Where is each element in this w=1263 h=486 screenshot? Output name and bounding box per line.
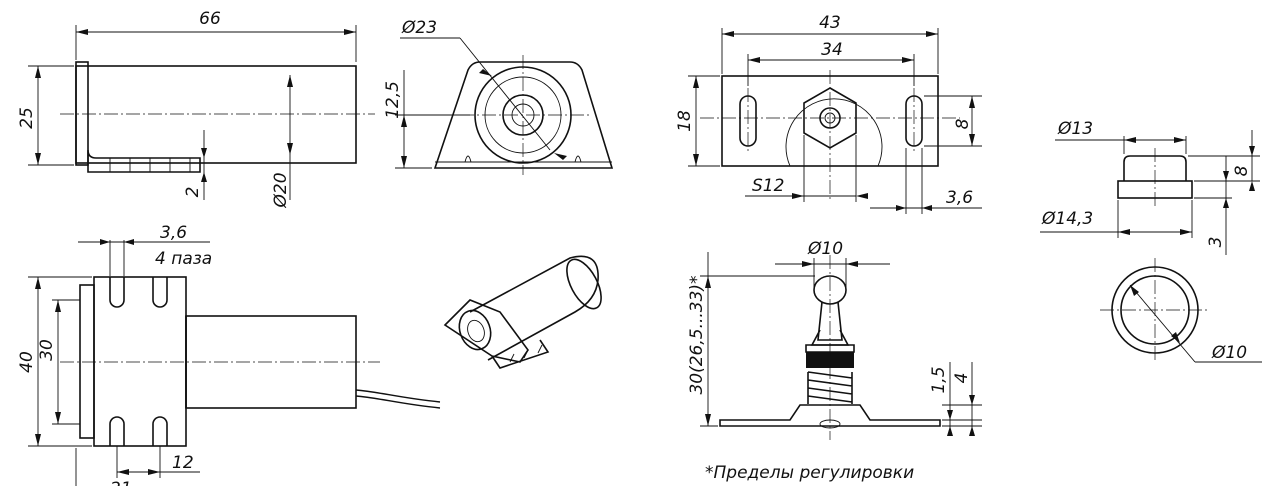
dim-top-dia: Ø13	[1057, 119, 1093, 139]
view-top-slots: 3,6 4 паза 40 30 12 21	[17, 223, 441, 486]
dim-slot-width: 3,6	[160, 223, 187, 243]
dim-base-height: 3	[1206, 237, 1226, 248]
view-front-bracket: Ø23 12,5	[383, 18, 614, 175]
dim-adjustable-height: 30(26,5...33)*	[687, 275, 707, 394]
dim-hex: S12	[752, 176, 784, 196]
dim-thickness: 2	[183, 187, 203, 198]
dim-outer-width: 43	[819, 13, 841, 33]
dim-slot-pitch: 12	[172, 453, 194, 473]
view-cap-top: Ø10	[1100, 258, 1262, 363]
view-side-tube: 66 25 Ø20 2	[17, 9, 375, 209]
dim-circle-dia: Ø23	[401, 18, 437, 38]
dim-dia: Ø10	[1211, 343, 1247, 363]
dim-axis-height: 12,5	[383, 81, 403, 119]
dim-base-dia: Ø14,3	[1041, 209, 1093, 229]
dim-width: 40	[17, 351, 37, 373]
view-plate-hex: 43 34 18 8 S12 3,6	[675, 13, 982, 214]
dim-slot-length: 8	[953, 118, 973, 129]
dim-top-height: 8	[1232, 165, 1252, 176]
dim-length: 66	[199, 9, 221, 29]
dim-gap: 4	[952, 373, 972, 384]
view-screw-side: Ø10 30(26,5...33)* 1,5 4 *Пределы регули…	[687, 239, 982, 483]
adjustment-note: *Пределы регулировки	[705, 463, 914, 483]
dim-height: 18	[675, 110, 695, 132]
dim-slot-pitch: 34	[821, 40, 843, 60]
dim-inner: 30	[37, 339, 57, 361]
dim-head-dia: Ø10	[807, 239, 843, 259]
dim-slot-width: 3,6	[946, 188, 973, 208]
dim-plate-thickness: 1,5	[929, 366, 949, 393]
dim-height: 25	[17, 107, 37, 129]
view-cap-side: Ø13 8 3 Ø14,3	[1040, 119, 1260, 255]
dim-bottom-cut: 21	[110, 479, 132, 486]
dim-tube-dia: Ø20	[271, 172, 291, 208]
view-isometric	[443, 255, 602, 369]
dim-slot-count: 4 паза	[155, 249, 212, 269]
